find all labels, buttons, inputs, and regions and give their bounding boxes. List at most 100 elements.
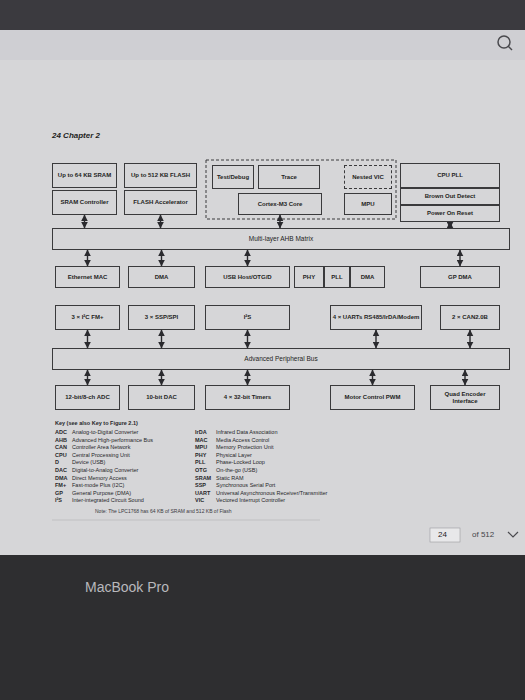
key-text: Device (USB) [72, 460, 105, 466]
block-box: GP DMA [420, 266, 500, 288]
bus-connector [247, 330, 248, 348]
bus-connector [464, 370, 465, 385]
block-box: 4 × 32-bit Timers [205, 385, 290, 410]
toolbar [0, 30, 525, 60]
block-box: Motor Control PWM [330, 385, 415, 410]
block-label: Up to 512 KB FLASH [131, 172, 190, 179]
bus-connector [372, 370, 373, 385]
bus-connector [87, 330, 88, 348]
block-label: PLL [331, 274, 342, 281]
block-label: PHY [303, 274, 315, 281]
bus-connector [161, 250, 162, 266]
block-box: Up to 512 KB FLASH [124, 163, 197, 188]
block-box: MPU [344, 193, 392, 215]
bus-band: Multi-layer AHB Matrix [52, 228, 510, 250]
block-label: 10-bit DAC [146, 394, 177, 401]
key-text: Synchronous Serial Port [216, 483, 275, 489]
browser-bar [0, 0, 525, 30]
block-label: Test/Debug [217, 174, 249, 181]
block-box: Ethernet MAC [55, 266, 120, 288]
block-label: DMA [361, 274, 375, 281]
key-text: MAC [195, 438, 208, 444]
key-text: Analog-to-Digital Converter [72, 430, 138, 436]
bus-connector [459, 250, 460, 266]
key-text: D [55, 460, 59, 466]
bus-connector [279, 215, 280, 228]
key-text: I²S [55, 498, 62, 504]
bus-connector [469, 330, 470, 348]
key-text: Memory Protection Unit [216, 445, 273, 451]
block-label: I²S [244, 314, 252, 321]
bus-connector [247, 370, 248, 385]
block-label: CPU PLL [437, 172, 463, 179]
block-box: DMA [350, 266, 385, 288]
key-text: Inter-integrated Circuit Sound [72, 498, 144, 504]
bus-connector [247, 250, 248, 266]
block-label: GP DMA [448, 274, 472, 281]
block-box: 2 × CAN2.0B [440, 305, 500, 330]
key-text: On-the-go (USB) [216, 468, 257, 474]
block-box: I²S [205, 305, 290, 330]
key-text: Advanced High-performance Bus [72, 438, 153, 444]
block-label: 4 × 32-bit Timers [224, 394, 271, 401]
block-box: Brown Out Detect [400, 188, 500, 205]
page-heading: 24 Chapter 2 [52, 132, 100, 140]
key-text: Phase-Locked Loop [216, 460, 265, 466]
key-text: AHB [55, 438, 67, 444]
block-label: Quad Encoder Interface [432, 391, 498, 405]
key-text: Central Processing Unit [72, 453, 130, 459]
key-text: CAN [55, 445, 67, 451]
key-text: Vectored Interrupt Controller [216, 498, 285, 504]
key-text: GP [55, 491, 63, 497]
block-box: 10-bit DAC [128, 385, 195, 410]
block-box: Nested VIC [344, 165, 392, 189]
block-label: SRAM Controller [61, 199, 109, 206]
block-label: Up to 64 KB SRAM [58, 172, 111, 179]
key-text: Physical Layer [216, 453, 252, 459]
zoom-icon-handle [508, 46, 512, 50]
key-text: SSP [195, 483, 206, 489]
key-text: Universal Asynchronous Receiver/Transmit… [216, 491, 327, 497]
block-label: 3 × SSP/SPI [145, 314, 179, 321]
block-box: Quad Encoder Interface [430, 385, 500, 410]
laptop-bezel [0, 555, 525, 700]
block-box: USB Host/OTG/D [205, 266, 290, 288]
block-label: Multi-layer AHB Matrix [249, 235, 313, 242]
key-text: Note: The LPC1768 has 64 KB of SRAM and … [95, 509, 232, 514]
page-counter: of 512 [472, 531, 494, 539]
key-text: DMA [55, 476, 68, 482]
block-box: Up to 64 KB SRAM [52, 163, 117, 188]
key-text: Direct Memory Access [72, 476, 127, 482]
key-text: General Purpose (DMA) [72, 491, 131, 497]
bus-connector [84, 215, 85, 228]
block-box: CPU PLL [400, 163, 500, 188]
block-box: 3 × I²C FM+ [55, 305, 120, 330]
cpu-group-outline [206, 160, 396, 219]
key-text: Media Access Control [216, 438, 269, 444]
block-box: 3 × SSP/SPI [128, 305, 195, 330]
key-text: SRAM [195, 476, 211, 482]
bus-connector [161, 370, 162, 385]
block-label: Cortex-M3 Core [258, 201, 303, 208]
block-box: PLL [324, 266, 350, 288]
next-page-chevron [508, 532, 518, 537]
block-box: Trace [258, 165, 320, 189]
bus-connector [87, 370, 88, 385]
block-box: Power On Reset [400, 205, 500, 222]
block-box: SRAM Controller [52, 190, 117, 215]
block-label: Advanced Peripheral Bus [244, 355, 317, 362]
block-label: FLASH Accelerator [133, 199, 187, 206]
block-label: USB Host/OTG/D [223, 274, 271, 281]
bus-connector [375, 330, 376, 348]
block-label: Nested VIC [352, 174, 384, 181]
key-text: ADC [55, 430, 67, 436]
bus-connector [160, 215, 161, 228]
key-text: CPU [55, 453, 67, 459]
key-text: VIC [195, 498, 204, 504]
key-text: DAC [55, 468, 67, 474]
key-text: UART [195, 491, 210, 497]
key-text: Fast-mode Plus (I2C) [72, 483, 124, 489]
laptop-brand: MacBook Pro [85, 580, 169, 594]
bus-band: Advanced Peripheral Bus [52, 348, 510, 370]
